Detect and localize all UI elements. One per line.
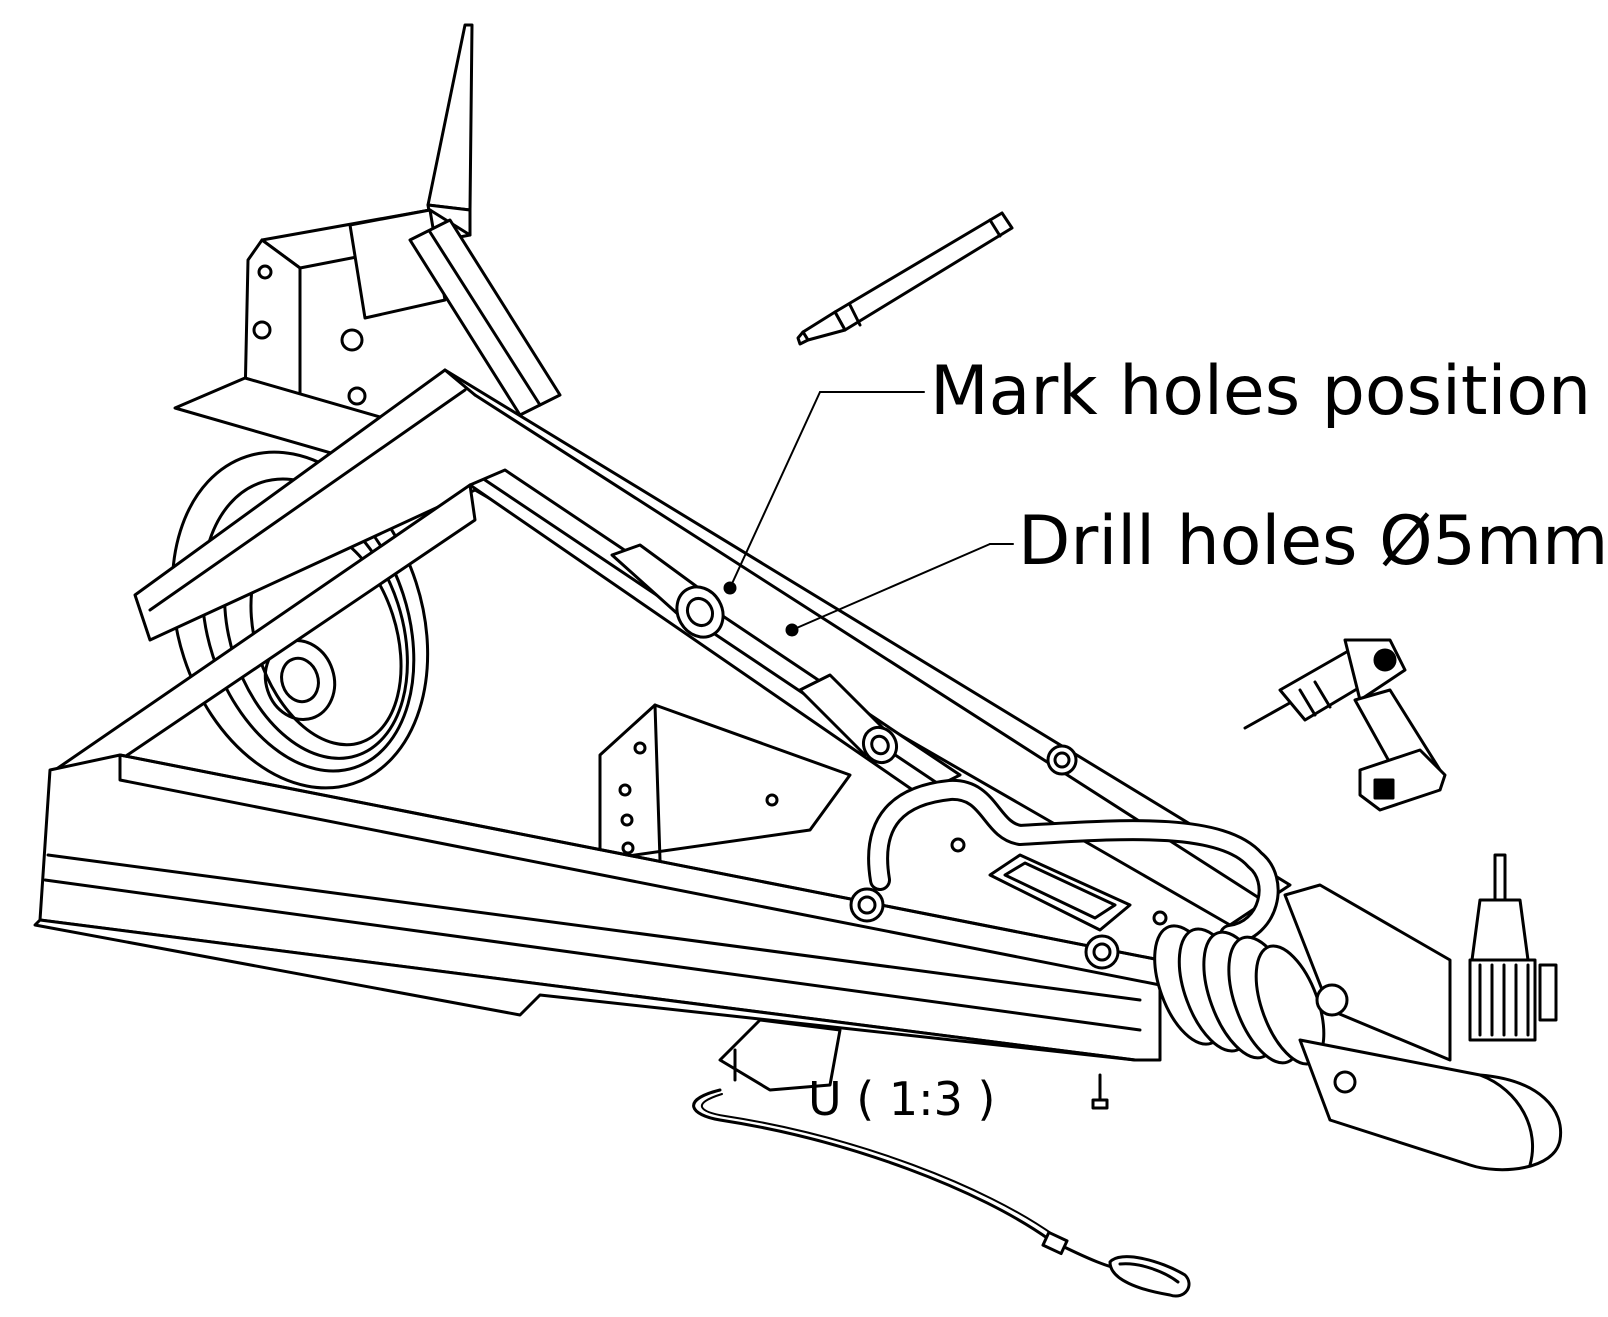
handle-loop [867,779,1280,946]
mark-holes-callout: Mark holes position [930,352,1592,431]
drill-holes-callout: Drill holes Ø5mm [1018,502,1608,581]
name-plate [988,853,1132,932]
marker-pen-icon [796,211,1014,346]
beam-connector-upper [610,543,725,639]
cordless-drill-icon [1243,638,1447,812]
coupling-post [1468,853,1558,1042]
detail-scale-label: U ( 1:3 ) [808,1072,996,1126]
rear-fin [426,23,474,237]
bolt-heads [849,744,1168,970]
safety-cable [692,1088,1191,1298]
rear-stub-beam [408,218,562,417]
bellows [1153,924,1326,1066]
leader-mark-holes [729,391,925,589]
assembly-drawing: Mark holes position Drill holes Ø5mm U (… [33,23,1608,1298]
leader-drill-holes [791,543,1014,631]
trailer-drawbar-illustration [33,23,1563,1298]
mounting-block [598,703,852,862]
beam-connector-lower [798,673,899,765]
lower-bracket [718,1018,1109,1110]
coupling-head [1283,883,1563,1172]
